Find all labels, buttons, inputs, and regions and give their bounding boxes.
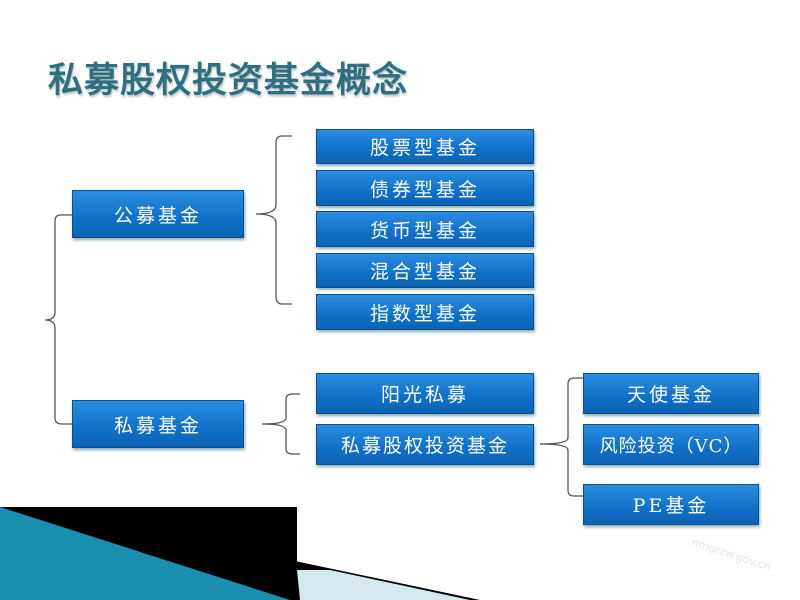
public-fund-type: 指数型基金 <box>316 294 534 330</box>
private-fund-type: 阳光私募 <box>316 373 534 414</box>
public-bracket <box>255 135 292 305</box>
public-fund-type: 货币型基金 <box>316 211 534 247</box>
pe-fund-type: PE基金 <box>583 484 759 525</box>
public-fund-type: 混合型基金 <box>316 253 534 288</box>
private-fund-type: 私募股权投资基金 <box>316 424 534 465</box>
root-bracket <box>44 214 72 425</box>
private-fund-box: 私募基金 <box>72 400 244 448</box>
public-fund-box: 公募基金 <box>72 190 244 238</box>
pe-bracket <box>539 377 583 497</box>
pe-fund-type: 天使基金 <box>583 373 759 414</box>
pe-fund-type: 风险投资（VC） <box>583 424 759 465</box>
corner-light-band <box>297 570 470 600</box>
public-fund-type: 债券型基金 <box>316 170 534 206</box>
corner-teal-triangle <box>0 507 290 600</box>
page-title: 私募股权投资基金概念 <box>48 61 409 101</box>
private-bracket <box>261 393 300 455</box>
public-fund-type: 股票型基金 <box>316 129 534 164</box>
